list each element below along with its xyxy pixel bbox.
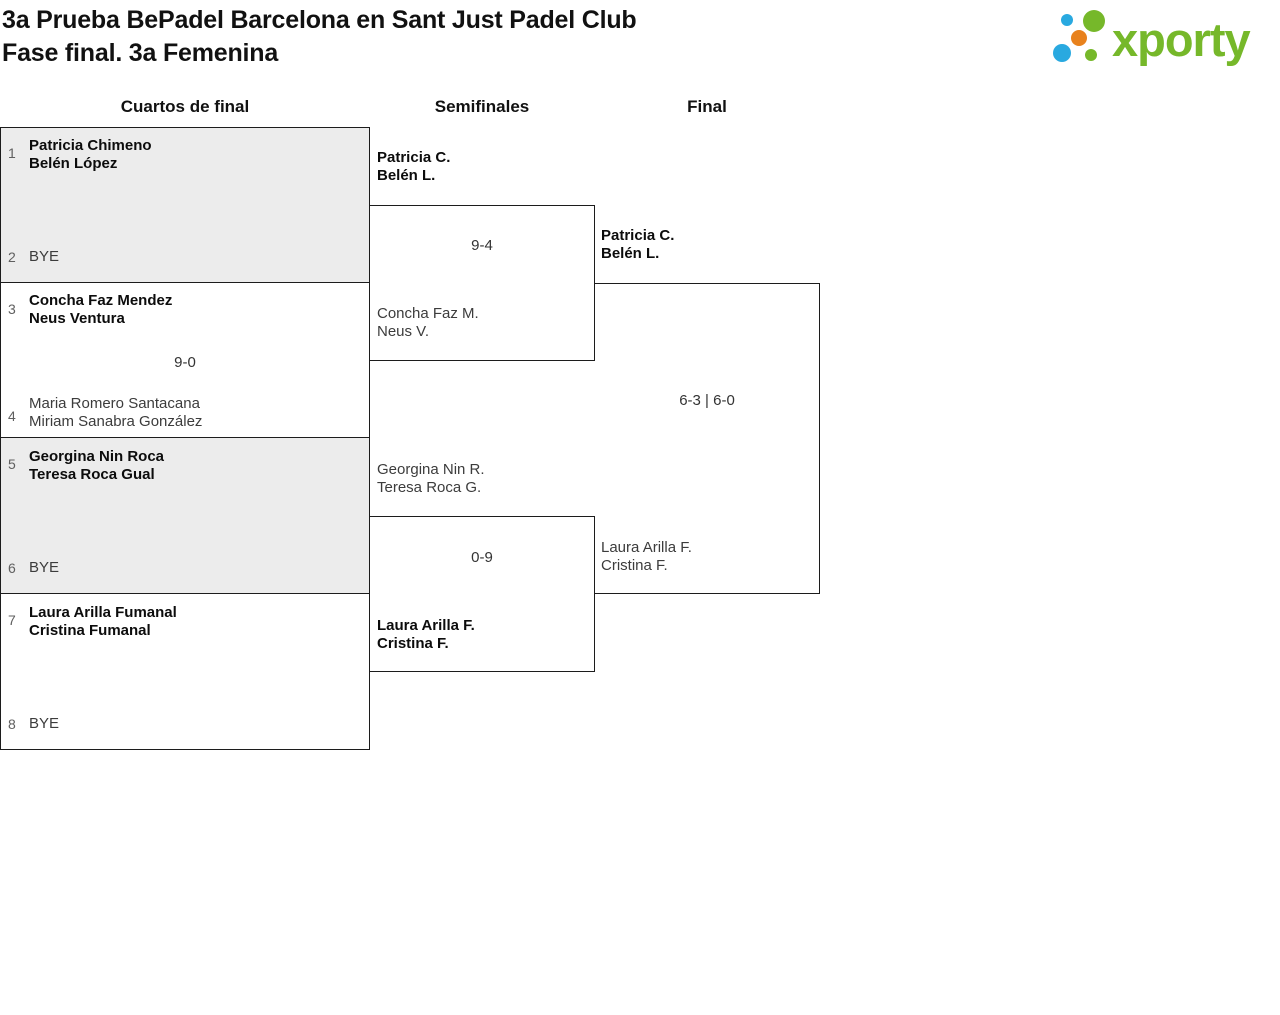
player-name: Laura Arilla F. [377,617,475,634]
logo-wordmark: xporty [1112,13,1251,66]
player-name: Cristina F. [377,635,449,652]
player-name: Neus V. [377,323,429,340]
player-name: BYE [29,715,60,732]
column-header-quarterfinals: Cuartos de final [120,97,250,116]
seed-number: 6 [8,560,16,576]
player-name: Cristina F. [601,557,668,574]
team-players: Laura Arilla F. Cristina F. [601,539,692,575]
match-score: 0-9 [471,549,493,566]
player-name: BYE [29,248,60,265]
match-quarterfinal-1[interactable]: 1 Patricia Chimeno Belén López 2 BYE [0,127,370,283]
player-name: Laura Arilla F. [601,539,692,556]
match-score: 6-3 | 6-0 [679,392,735,409]
match-quarterfinal-2[interactable]: 3 Concha Faz Mendez Neus Ventura 9-0 4 M… [0,282,370,439]
seed-number: 3 [8,301,16,317]
page-title-line2: Fase final. 3a Femenina [2,39,279,67]
team-players: Concha Faz M. Neus V. [377,305,479,341]
xporty-logo[interactable]: xporty [1048,2,1278,82]
player-name: Patricia C. [601,227,675,244]
player-name: Belén L. [377,167,436,184]
match-quarterfinal-3[interactable]: 5 Georgina Nin Roca Teresa Roca Gual 6 B… [0,437,370,594]
team-players: BYE [29,715,59,733]
page-title: 3a Prueba BePadel Barcelona en Sant Just… [2,4,637,70]
logo-dot-blue-small-icon [1061,14,1073,26]
logo-dot-orange-icon [1071,30,1087,46]
column-header-final: Final [687,97,727,116]
match-semifinal-2[interactable] [369,516,595,672]
team-players: Laura Arilla F. Cristina F. [377,617,475,653]
logo-dot-green-small-icon [1085,49,1097,61]
player-name: Maria Romero Santacana [29,395,200,412]
seed-number: 1 [8,145,16,161]
player-name: Patricia C. [377,149,451,166]
team-players: Laura Arilla Fumanal Cristina Fumanal [29,604,177,640]
logo-dot-green-large-icon [1083,10,1105,32]
logo-dot-blue-large-icon [1053,44,1071,62]
player-name: Laura Arilla Fumanal [29,604,177,621]
team-players: Maria Romero Santacana Miriam Sanabra Go… [29,395,202,431]
player-name: Miriam Sanabra González [29,413,203,430]
seed-number: 7 [8,612,16,628]
team-players: Georgina Nin Roca Teresa Roca Gual [29,448,164,484]
player-name: Concha Faz M. [377,305,479,322]
team-players: Patricia C. Belén L. [601,227,674,263]
player-name: Belén L. [601,245,660,262]
player-name: Georgina Nin Roca [29,448,165,465]
player-name: Belén López [29,155,118,172]
team-players: Concha Faz Mendez Neus Ventura [29,292,172,328]
player-name: BYE [29,559,60,576]
player-name: Teresa Roca G. [377,479,482,496]
column-header-semifinals: Semifinales [434,97,530,116]
seed-number: 8 [8,716,16,732]
team-players: Patricia Chimeno Belén López [29,137,152,173]
team-players: Patricia C. Belén L. [377,149,450,185]
page-title-line1: 3a Prueba BePadel Barcelona en Sant Just… [2,6,637,34]
match-quarterfinal-4[interactable]: 7 Laura Arilla Fumanal Cristina Fumanal … [0,593,370,750]
seed-number: 5 [8,456,16,472]
player-name: Concha Faz Mendez [29,292,173,309]
seed-number: 4 [8,408,16,424]
logo-dots-icon [1053,10,1105,62]
seed-number: 2 [8,249,16,265]
match-score: 9-4 [471,237,493,254]
match-score: 9-0 [174,354,196,371]
match-final[interactable] [594,283,820,594]
team-players: Georgina Nin R. Teresa Roca G. [377,461,485,497]
team-players: BYE [29,248,59,266]
team-players: BYE [29,559,59,577]
player-name: Georgina Nin R. [377,461,485,478]
player-name: Cristina Fumanal [29,622,151,639]
player-name: Teresa Roca Gual [29,466,155,483]
player-name: Neus Ventura [29,310,125,327]
player-name: Patricia Chimeno [29,137,152,154]
